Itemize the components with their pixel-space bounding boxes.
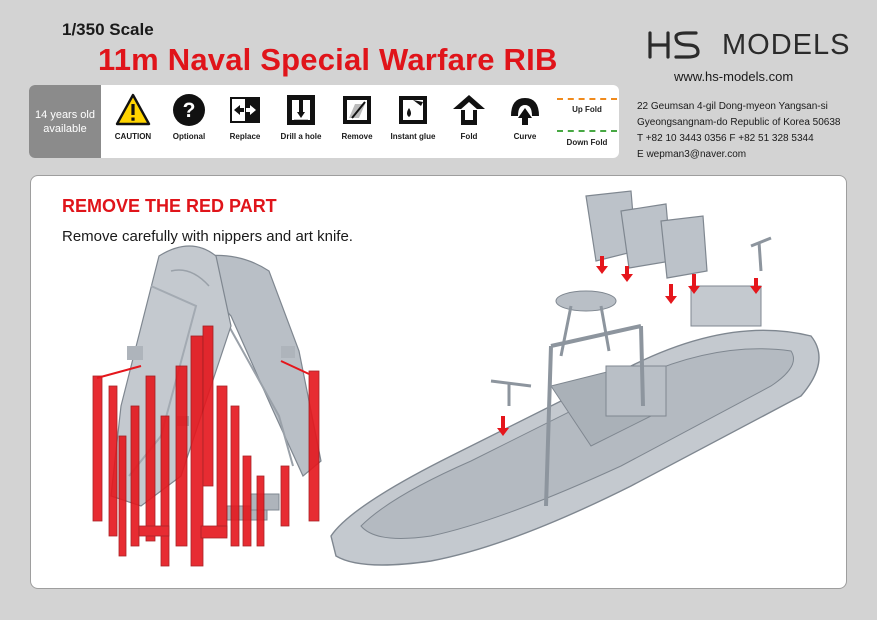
contact-info: 22 Geumsan 4-gil Dong-myeon Yangsan-si G… xyxy=(637,99,840,163)
drill-icon xyxy=(287,94,315,125)
website-link[interactable]: www.hs-models.com xyxy=(674,69,794,84)
down-fold-line xyxy=(557,129,617,132)
address-line: 22 Geumsan 4-gil Dong-myeon Yangsan-si xyxy=(637,101,828,112)
up-fold-line xyxy=(557,97,617,100)
replace-icon xyxy=(230,96,260,123)
legend-label: Drill a hole xyxy=(280,131,322,141)
legend-label: Fold xyxy=(460,131,478,141)
hs-logo-icon xyxy=(648,31,700,59)
legend-drill: Drill a hole xyxy=(273,92,329,152)
symbol-legend: 14 years old available CAUTION ? Optiona… xyxy=(29,85,619,158)
assembly-illustration xyxy=(92,190,820,567)
brand: MODELS xyxy=(646,28,850,62)
instruction-heading: REMOVE THE RED PART xyxy=(62,196,277,216)
legend-label: Optional xyxy=(172,131,206,141)
legend-fold: Fold xyxy=(441,92,497,152)
svg-text:?: ? xyxy=(183,99,196,122)
email[interactable]: E wepman3@naver.com xyxy=(637,149,747,160)
legend-label: Curve xyxy=(513,131,537,141)
assembled-rib xyxy=(330,190,820,566)
legend-label: Instant glue xyxy=(390,131,436,141)
instruction-text: Remove carefully with nippers and art kn… xyxy=(62,228,353,245)
fold-direction-key: Up Fold Down Fold xyxy=(555,92,619,152)
legend-label: Replace xyxy=(229,131,261,141)
address-line: Gyeongsangnam-do Republic of Korea 50638 xyxy=(637,117,841,128)
phone-fax: T +82 10 3443 0356 F +82 51 328 5344 xyxy=(637,133,814,144)
glue-icon xyxy=(399,95,427,124)
legend-replace: Replace xyxy=(217,92,273,152)
caution-icon xyxy=(115,93,151,125)
legend-curve: Curve xyxy=(497,92,553,152)
legend-label: Remove xyxy=(341,131,373,141)
printed-part-with-supports xyxy=(92,245,322,567)
fold-icon xyxy=(453,94,485,125)
up-fold-label: Up Fold xyxy=(572,104,602,114)
curve-icon xyxy=(511,97,539,125)
down-fold-label: Down Fold xyxy=(566,137,608,147)
brand-name: MODELS xyxy=(722,28,851,61)
legend-optional: ? Optional xyxy=(161,92,217,152)
legend-caution: CAUTION xyxy=(105,92,161,152)
remove-icon xyxy=(343,95,371,124)
question-icon: ? xyxy=(173,93,205,126)
legend-label: CAUTION xyxy=(114,131,152,141)
age-note: 14 years old available xyxy=(29,85,101,158)
instruction-panel: REMOVE THE RED PART Remove carefully wit… xyxy=(30,175,847,589)
scale-label: 1/350 Scale xyxy=(62,20,154,39)
product-title: 11m Naval Special Warfare RIB xyxy=(98,42,558,77)
legend-glue: Instant glue xyxy=(385,92,441,152)
legend-remove: Remove xyxy=(329,92,385,152)
